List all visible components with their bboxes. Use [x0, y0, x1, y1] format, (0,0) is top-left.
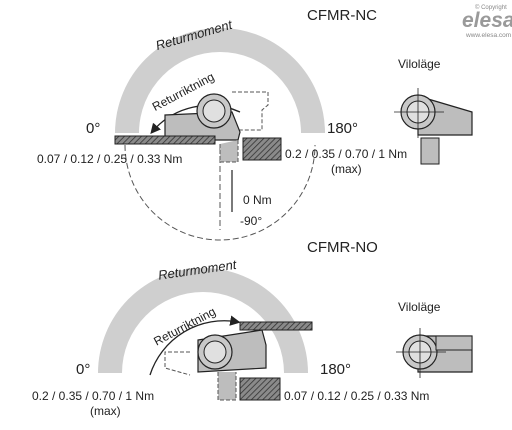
bottom-diagram: CFMR-NO Returmoment Returriktning 0° 180…: [32, 239, 473, 418]
bottom-lower-bracket: [217, 372, 237, 401]
bottom-return-direction-arrow: [149, 315, 241, 376]
top-left-plate: [114, 135, 216, 145]
bottom-torque-180deg: 0.07 / 0.12 / 0.25 / 0.33 Nm: [284, 389, 429, 403]
top-hinge-pivot-inner: [202, 99, 226, 123]
top-right-plate: [242, 137, 282, 161]
copyright-text: © Copyright: [475, 4, 507, 11]
bottom-rest-diagram: [396, 328, 473, 378]
bottom-rest-label: Viloläge: [398, 300, 441, 314]
top-title: CFMR-NC: [307, 7, 377, 24]
bottom-return-moment-arc: [98, 268, 308, 373]
top-dashed-arc: [124, 144, 316, 241]
top-diagram: CFMR-NC Returmoment Returriktning 0° 180…: [37, 7, 473, 241]
top-angle-180: 180°: [327, 120, 358, 137]
top-ghost-leaf: [232, 91, 269, 131]
top-return-moment-arc: [115, 28, 325, 133]
top-lower-bracket: [219, 140, 239, 163]
top-rest-diagram: [394, 88, 473, 165]
bottom-torque-0deg: 0.2 / 0.35 / 0.70 / 1 Nm: [32, 389, 154, 403]
elesa-logo: © Copyright elesa www.elesa.com: [462, 4, 512, 39]
bottom-fixed-plate: [239, 377, 281, 401]
bottom-angle-0: 0°: [76, 361, 90, 378]
bottom-hinge-pivot-inner: [203, 340, 227, 364]
bottom-title: CFMR-NO: [307, 239, 378, 256]
bottom-angle-180: 180°: [320, 361, 351, 378]
site-text: www.elesa.com: [465, 32, 511, 39]
top-torque-180deg-note: (max): [331, 162, 362, 176]
bottom-ghost-leaf: [164, 351, 191, 376]
top-torque-0deg: 0.07 / 0.12 / 0.25 / 0.33 Nm: [37, 152, 182, 166]
bottom-torque-0deg-note: (max): [90, 404, 121, 418]
top-rest-label: Viloläge: [398, 57, 441, 71]
bottom-open-plate: [239, 321, 313, 331]
top-zero-torque: 0 Nm: [243, 193, 272, 207]
brand-text: elesa: [462, 9, 512, 32]
top-torque-180deg: 0.2 / 0.35 / 0.70 / 1 Nm: [285, 147, 407, 161]
top-angle-minus90: -90°: [240, 214, 262, 228]
top-angle-0: 0°: [86, 120, 100, 137]
